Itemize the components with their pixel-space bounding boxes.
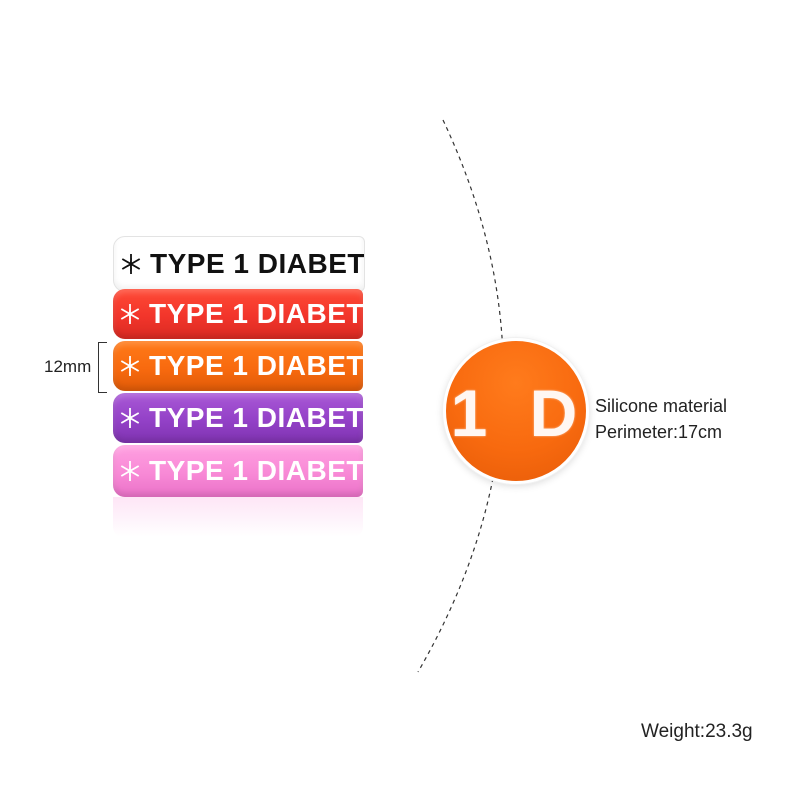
wristband-purple: TYPE 1 DIABET	[113, 393, 363, 443]
medical-alert-icon	[120, 461, 140, 481]
medical-alert-icon	[121, 254, 141, 274]
width-dimension-bracket	[98, 342, 107, 393]
zoom-detail-text: 1 D	[450, 376, 589, 450]
width-dimension-label: 12mm	[44, 357, 92, 376]
band-reflection	[113, 497, 363, 537]
band-text: TYPE 1 DIABET	[149, 298, 363, 329]
material-spec: Silicone material	[595, 396, 728, 416]
band-text: TYPE 1 DIABET	[149, 402, 363, 433]
wristband-white: TYPE 1 DIABET	[113, 236, 365, 292]
band-text: TYPE 1 DIABET	[150, 248, 365, 279]
band-text: TYPE 1 DIABET	[149, 455, 363, 486]
wristband-orange: TYPE 1 DIABET	[113, 341, 363, 391]
zoom-detail-circle: 1 D	[443, 338, 589, 484]
weight-spec: Weight:23.3g	[641, 721, 753, 742]
wristband-red: TYPE 1 DIABET	[113, 289, 363, 339]
medical-alert-icon	[120, 356, 140, 376]
medical-alert-icon	[120, 304, 140, 324]
medical-alert-icon	[120, 408, 140, 428]
band-text: TYPE 1 DIABET	[149, 350, 363, 381]
perimeter-spec: Perimeter:17cm	[595, 422, 723, 442]
wristband-pink: TYPE 1 DIABET	[113, 445, 363, 497]
